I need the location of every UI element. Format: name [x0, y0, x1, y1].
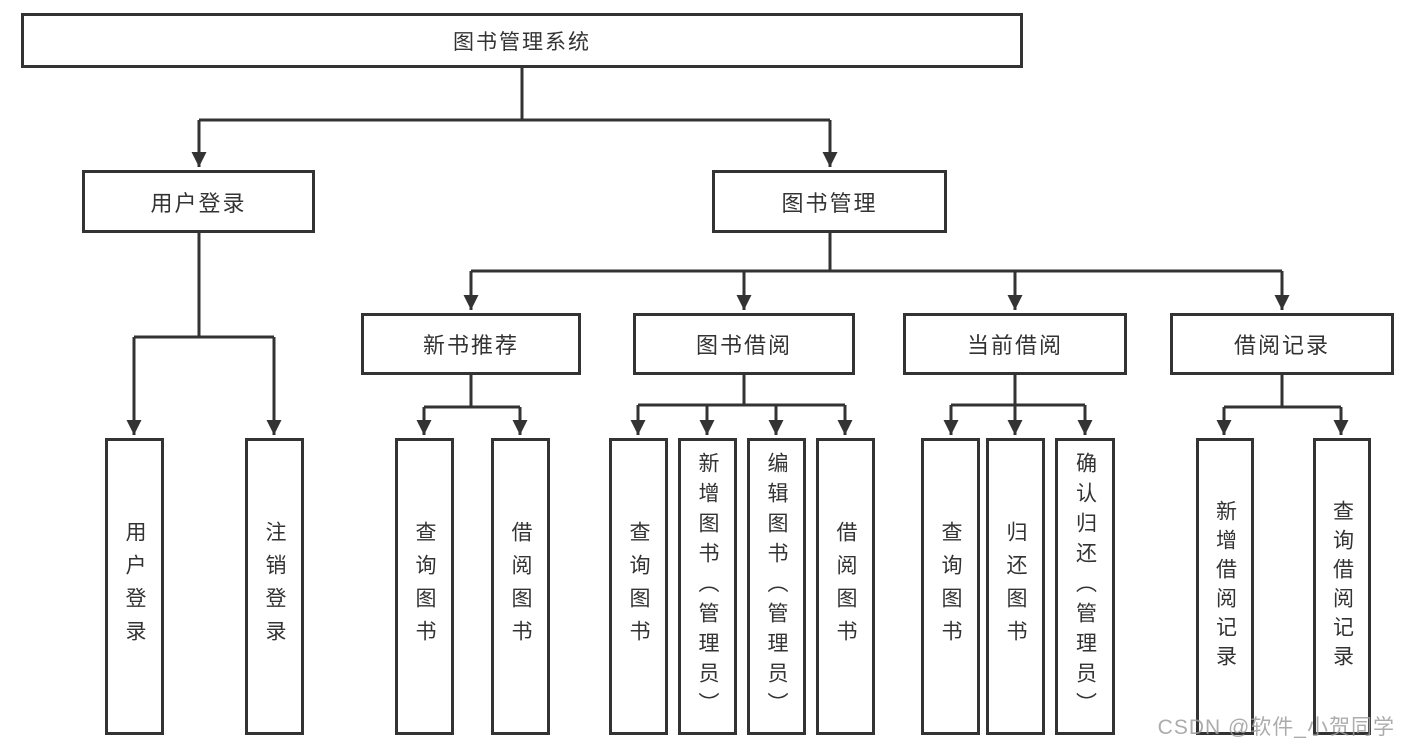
leaf-add-borrow-record-label: 新增借阅记录	[1213, 499, 1237, 674]
leaf-return-book: 归还图书	[986, 438, 1045, 735]
leaf-add-book-admin: 新增图书（管理员）	[678, 438, 737, 735]
leaf-edit-book-admin-label: 编辑图书（管理员）	[765, 451, 788, 722]
node-new-book-recommend-label: 新书推荐	[422, 333, 519, 358]
leaf-logout: 注销登录	[245, 438, 304, 735]
leaf-logout-label: 注销登录	[263, 520, 286, 653]
node-root: 图书管理系统	[21, 13, 1023, 68]
leaf-confirm-return-admin-label: 确认归还（管理员）	[1073, 451, 1097, 722]
leaf-borrow-books-recommend: 借阅图书	[491, 438, 550, 735]
node-current-borrow: 当前借阅	[903, 313, 1127, 375]
leaf-borrow-books-label: 借阅图书	[834, 520, 857, 653]
watermark: CSDN @软件_小贺同学	[1157, 716, 1395, 739]
leaf-query-borrow-record: 查询借阅记录	[1313, 438, 1371, 735]
leaf-query-borrow-record-label: 查询借阅记录	[1330, 499, 1354, 674]
leaf-query-books-recommend: 查询图书	[395, 438, 454, 735]
node-user-login: 用户登录	[82, 170, 315, 233]
leaf-add-book-admin-label: 新增图书（管理员）	[696, 451, 719, 722]
leaf-confirm-return-admin: 确认归还（管理员）	[1055, 438, 1115, 735]
node-borrow-records-label: 借阅记录	[1233, 333, 1330, 358]
leaf-edit-book-admin: 编辑图书（管理员）	[747, 438, 806, 735]
node-book-borrow-label: 图书借阅	[695, 333, 792, 358]
node-current-borrow-label: 当前借阅	[966, 333, 1063, 358]
leaf-query-books-recommend-label: 查询图书	[413, 520, 436, 653]
leaf-borrow-books: 借阅图书	[816, 438, 875, 735]
leaf-borrow-books-recommend-label: 借阅图书	[509, 520, 532, 653]
node-book-borrow: 图书借阅	[633, 313, 855, 375]
node-new-book-recommend: 新书推荐	[361, 313, 581, 375]
leaf-query-books-borrow: 查询图书	[609, 438, 668, 735]
node-book-management-label: 图书管理	[781, 190, 878, 216]
leaf-query-books-current-label: 查询图书	[939, 520, 962, 653]
node-user-login-label: 用户登录	[150, 190, 247, 216]
node-borrow-records: 借阅记录	[1170, 313, 1394, 375]
leaf-user-login: 用户登录	[105, 438, 164, 735]
leaf-query-books-current: 查询图书	[921, 438, 980, 735]
leaf-return-book-label: 归还图书	[1004, 520, 1027, 653]
node-root-label: 图书管理系统	[453, 30, 591, 54]
leaf-query-books-borrow-label: 查询图书	[627, 520, 650, 653]
leaf-add-borrow-record: 新增借阅记录	[1196, 438, 1254, 735]
leaf-user-login-label: 用户登录	[123, 520, 146, 653]
node-book-management: 图书管理	[712, 170, 947, 233]
